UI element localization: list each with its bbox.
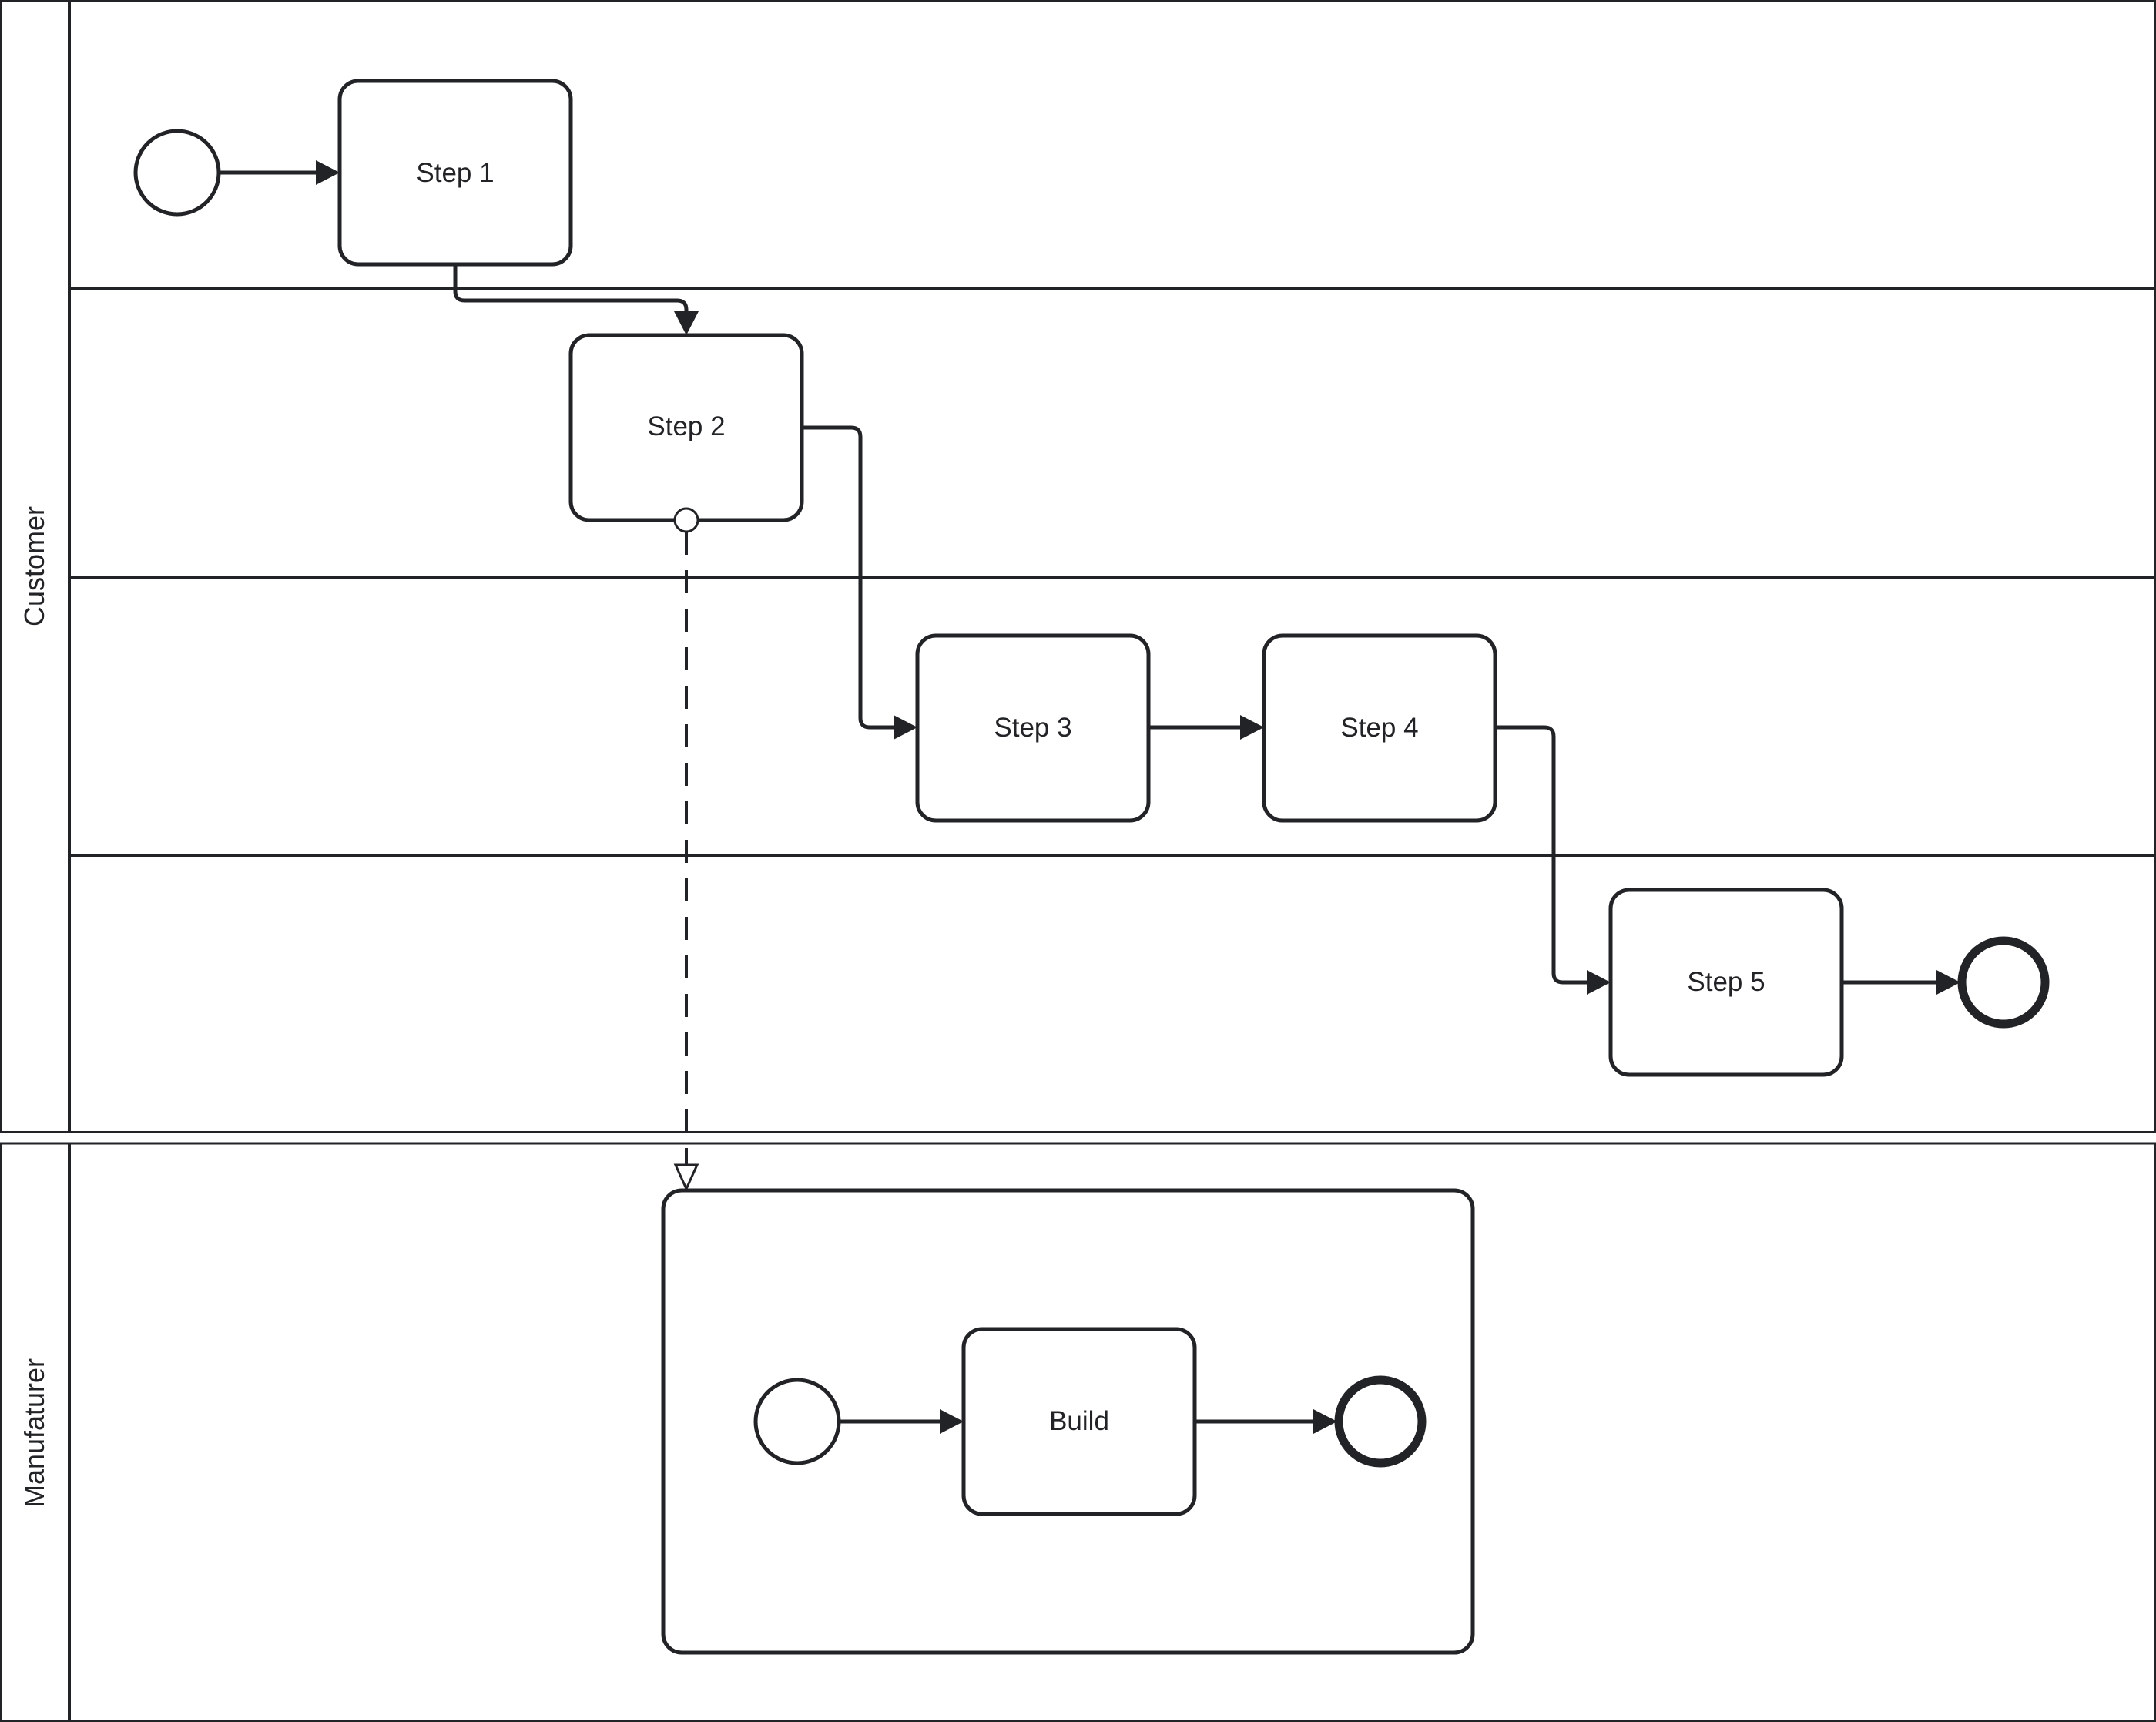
task-build[interactable]: Build	[961, 1327, 1197, 1516]
arrowheads	[316, 160, 1960, 1434]
task-label: Step 3	[994, 713, 1071, 743]
arrowhead	[1313, 1409, 1337, 1434]
task-step-4[interactable]: Step 4	[1262, 633, 1497, 823]
arrowhead	[894, 715, 917, 740]
task-label: Step 4	[1340, 713, 1418, 743]
arrowhead	[1587, 970, 1611, 995]
arrowhead	[940, 1409, 964, 1434]
start-event[interactable]	[133, 129, 221, 217]
task-step-1[interactable]: Step 1	[337, 79, 573, 267]
pool-customer[interactable]: Customer	[0, 0, 2156, 1133]
subprocess-container[interactable]	[661, 1188, 1475, 1655]
task-label: Step 1	[416, 158, 494, 188]
task-step-2[interactable]: Step 2	[568, 333, 804, 522]
arrowhead	[1936, 970, 1960, 995]
task-step-5[interactable]: Step 5	[1608, 888, 1844, 1077]
arrowhead	[674, 311, 699, 335]
end-event[interactable]	[1957, 936, 2050, 1029]
flow-step-4-to-step-5[interactable]	[1495, 725, 1591, 985]
task-step-3[interactable]: Step 3	[915, 633, 1151, 823]
pool-label-manufacturer: Manufaturer	[18, 1358, 50, 1508]
arrowhead	[1240, 715, 1264, 740]
pool-label-customer: Customer	[18, 506, 50, 626]
pool-manufacturer[interactable]: Manufaturer	[0, 1142, 2156, 1722]
subprocess-end-event[interactable]	[1334, 1375, 1427, 1468]
message-flow-arrowhead	[673, 1163, 699, 1192]
task-label: Step 2	[647, 411, 725, 441]
flow-step-2-to-step-3[interactable]	[802, 425, 897, 730]
arrowhead	[316, 160, 340, 185]
message-flow-source-marker	[673, 507, 699, 533]
task-label: Build	[1049, 1406, 1109, 1436]
flow-step-1-to-step-2[interactable]	[453, 264, 689, 316]
subprocess-start-event[interactable]	[753, 1378, 841, 1465]
task-label: Step 5	[1687, 967, 1765, 997]
